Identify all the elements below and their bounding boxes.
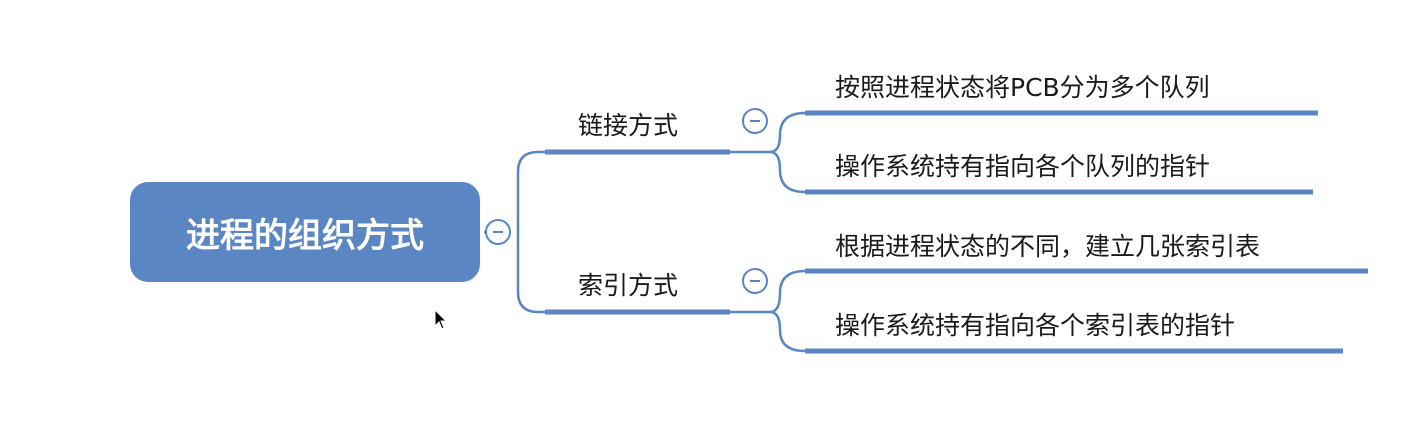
leaf-node[interactable]: 操作系统持有指向各个索引表的指针 [835, 306, 1235, 342]
leaf-node[interactable]: 按照进程状态将PCB分为多个队列 [835, 68, 1210, 104]
leaf-node[interactable]: 根据进程状态的不同，建立几张索引表 [835, 227, 1260, 263]
leaf-node-label: 按照进程状态将PCB分为多个队列 [835, 73, 1210, 102]
branch-2-to-leaf-3-connector [730, 269, 806, 314]
branch-2-to-leaf-4-connector [769, 310, 806, 353]
branch-node-linked[interactable]: 链接方式 [578, 106, 678, 142]
root-collapse-toggle-icon[interactable] [485, 219, 511, 245]
leaf-node[interactable]: 操作系统持有指向各个队列的指针 [835, 147, 1210, 183]
root-to-branch-2-connector [516, 232, 545, 314]
branch-1-collapse-toggle-icon[interactable] [742, 108, 768, 134]
root-node[interactable]: 进程的组织方式 [130, 182, 480, 282]
branch-1-to-leaf-2-connector [769, 150, 806, 194]
branch-2-collapse-toggle-icon[interactable] [742, 268, 768, 294]
branch-node-indexed[interactable]: 索引方式 [578, 266, 678, 302]
branch-node-indexed-label: 索引方式 [578, 271, 679, 300]
leaf-node-label: 操作系统持有指向各个队列的指针 [835, 152, 1211, 181]
mouse-pointer-icon [434, 309, 448, 330]
branch-node-linked-label: 链接方式 [578, 111, 679, 140]
leaf-node-label: 根据进程状态的不同，建立几张索引表 [835, 232, 1261, 261]
root-node-label: 进程的组织方式 [186, 215, 424, 256]
leaf-node-label: 操作系统持有指向各个索引表的指针 [835, 311, 1236, 340]
